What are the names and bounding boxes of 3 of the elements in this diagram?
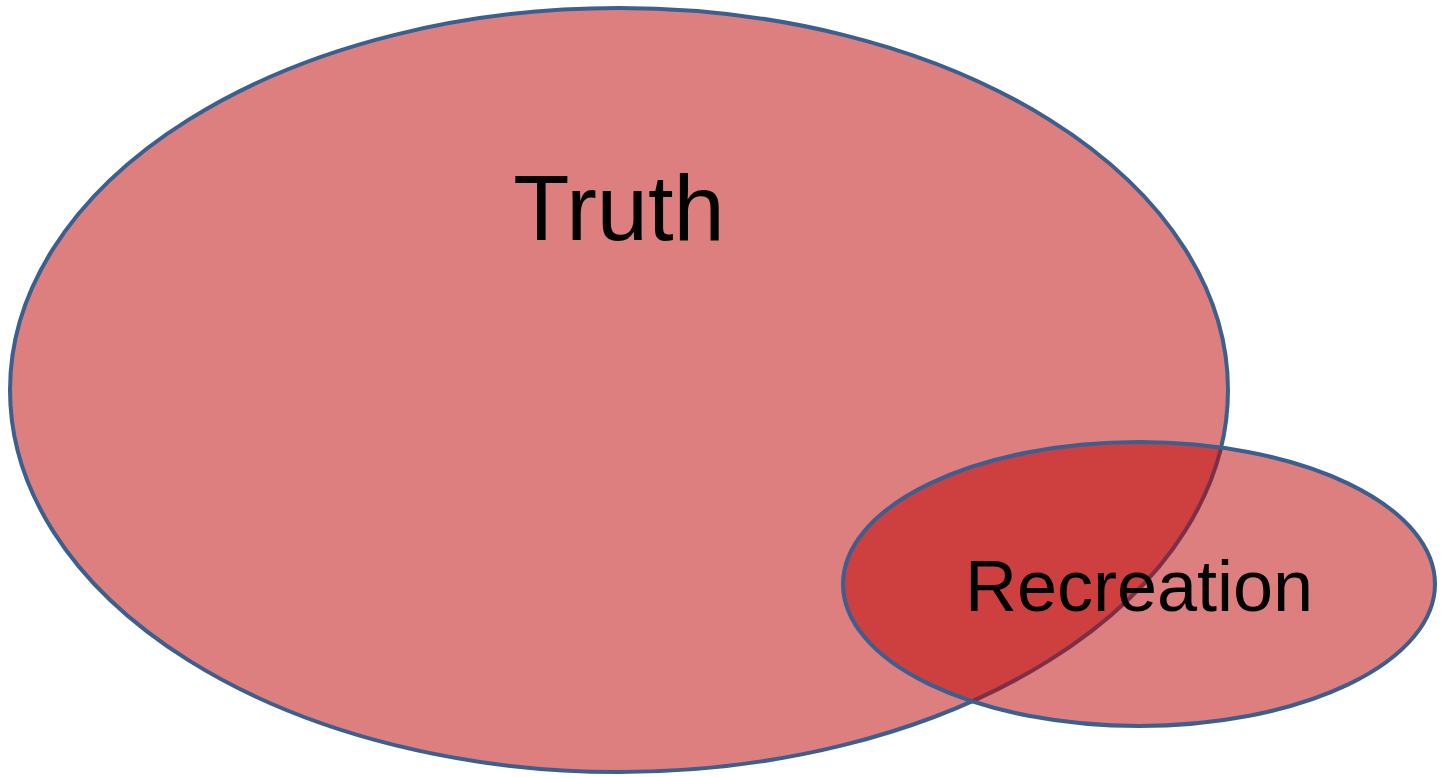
set-label: Recreation: [964, 547, 1314, 627]
set-ellipse: [841, 440, 1437, 728]
set-label: Truth: [513, 158, 725, 260]
